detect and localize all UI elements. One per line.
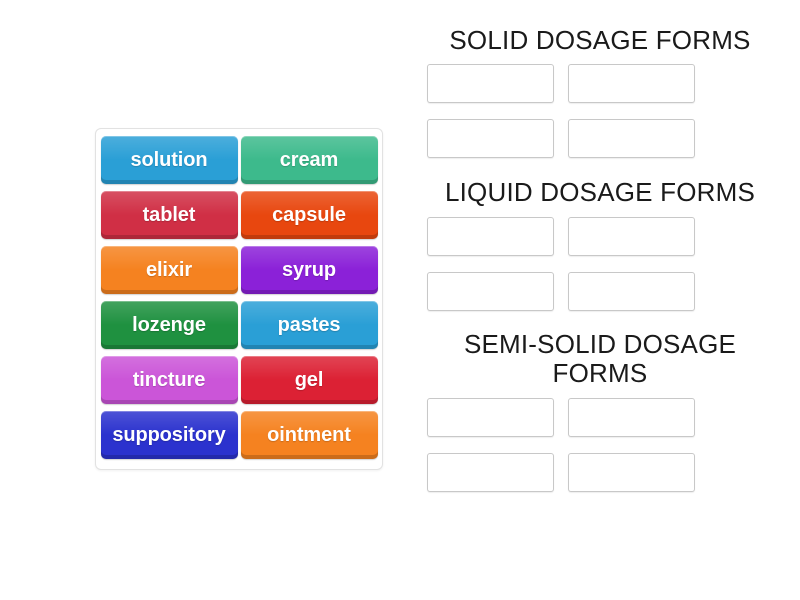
tile-gel[interactable]: gel [240,356,378,404]
tile-capsule[interactable]: capsule [240,191,378,239]
dropzone-semisolid-4[interactable] [568,452,695,492]
dropzone-grid-semisolid [420,397,780,492]
tile-solution[interactable]: solution [100,136,238,184]
tile-label: suppository [112,424,226,446]
tile-tincture[interactable]: tincture [100,356,238,404]
tile-label: gel [294,369,324,391]
tile-cream[interactable]: cream [240,136,378,184]
tile-pastes[interactable]: pastes [240,301,378,349]
dropzone-solid-2[interactable] [568,64,695,104]
dropzone-solid-1[interactable] [427,64,554,104]
tile-syrup[interactable]: syrup [240,246,378,294]
dropzone-grid-solid [420,64,780,159]
category-solid: SOLID DOSAGE FORMS [420,25,780,159]
dropzone-solid-4[interactable] [568,119,695,159]
category-semisolid: SEMI-SOLID DOSAGE FORMS [420,328,780,492]
dropzone-grid-liquid [420,216,780,311]
tile-suppository[interactable]: suppository [100,411,238,459]
tile-label: ointment [267,424,351,446]
tile-label: pastes [277,314,341,336]
tile-lozenge[interactable]: lozenge [100,301,238,349]
tile-label: elixir [145,259,193,281]
categories-panel: SOLID DOSAGE FORMS LIQUID DOSAGE FORMS SEM… [420,16,780,502]
dropzone-semisolid-1[interactable] [427,397,554,437]
dropzone-liquid-1[interactable] [427,216,554,256]
tile-tablet[interactable]: tablet [100,191,238,239]
tile-label: capsule [272,204,346,226]
tile-label: lozenge [132,314,206,336]
dropzone-semisolid-3[interactable] [427,452,554,492]
category-title-solid: SOLID DOSAGE FORMS [449,25,751,55]
tile-pool-container: solution cream tablet capsule elixir syrup loz… [95,128,383,470]
tile-label: solution [130,149,208,171]
category-liquid: LIQUID DOSAGE FORMS [420,177,780,311]
tile-ointment[interactable]: ointment [240,411,378,459]
dropzone-liquid-4[interactable] [568,271,695,311]
tile-elixir[interactable]: elixir [100,246,238,294]
category-title-semisolid: SEMI-SOLID DOSAGE FORMS [463,328,737,389]
tile-label: tablet [142,204,196,226]
tile-label: cream [279,149,339,171]
dropzone-solid-3[interactable] [427,119,554,159]
category-title-liquid: LIQUID DOSAGE FORMS [444,177,756,208]
dropzone-liquid-3[interactable] [427,271,554,311]
tile-grid: solution cream tablet capsule elixir syrup loz… [100,136,378,459]
tile-label: syrup [282,259,336,281]
dropzone-semisolid-2[interactable] [568,397,695,437]
tile-label: tincture [132,369,206,391]
dropzone-liquid-2[interactable] [568,216,695,256]
